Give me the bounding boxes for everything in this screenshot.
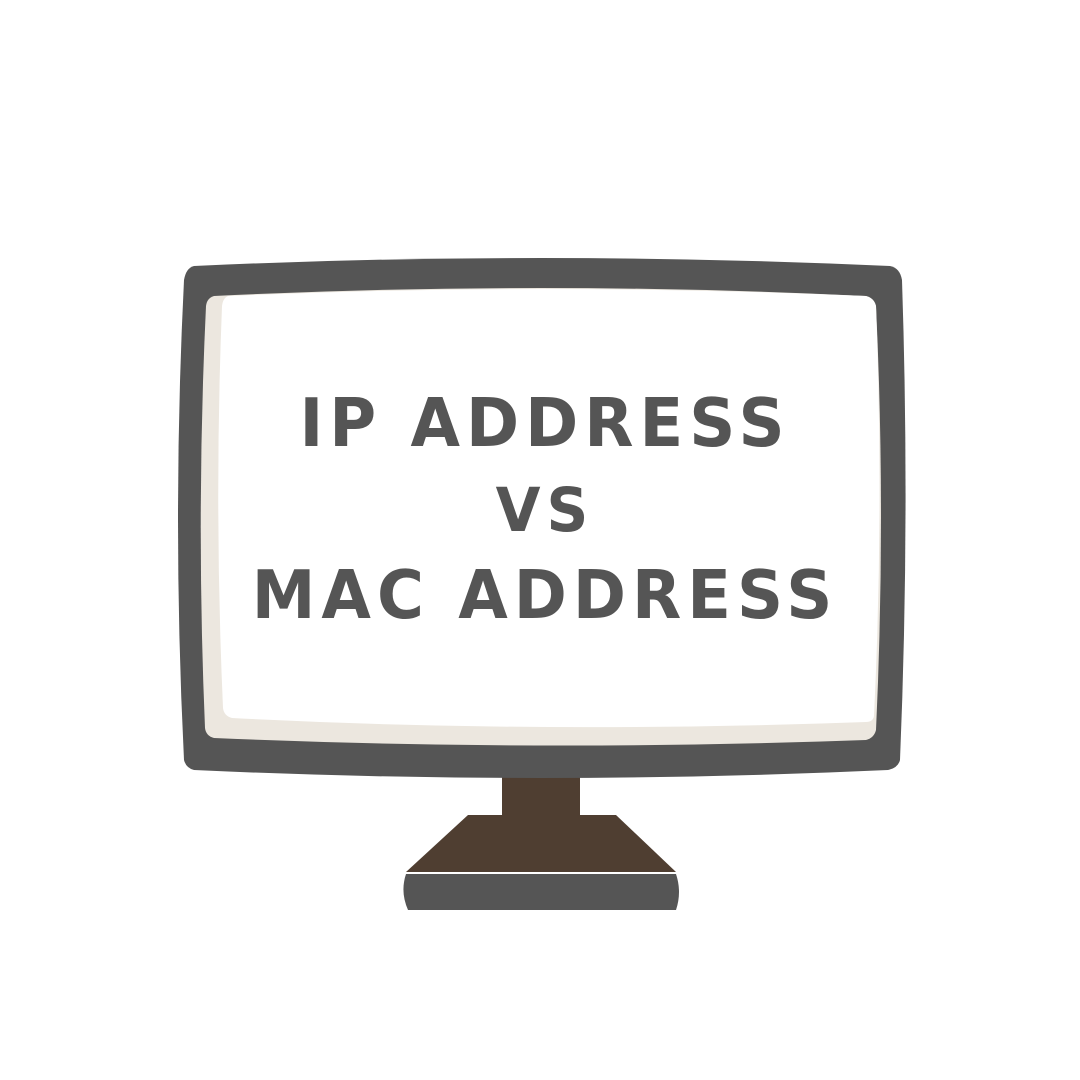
monitor-neck (502, 770, 580, 822)
title-line-ip-address: IP ADDRESS (299, 385, 791, 463)
title-line-vs: VS (495, 474, 595, 546)
title-line-mac-address: MAC ADDRESS (251, 557, 839, 635)
screen-surface (218, 289, 880, 728)
monitor-base (403, 874, 679, 910)
screen-title: IP ADDRESS VS MAC ADDRESS (220, 300, 870, 720)
monitor-foot (406, 815, 676, 872)
